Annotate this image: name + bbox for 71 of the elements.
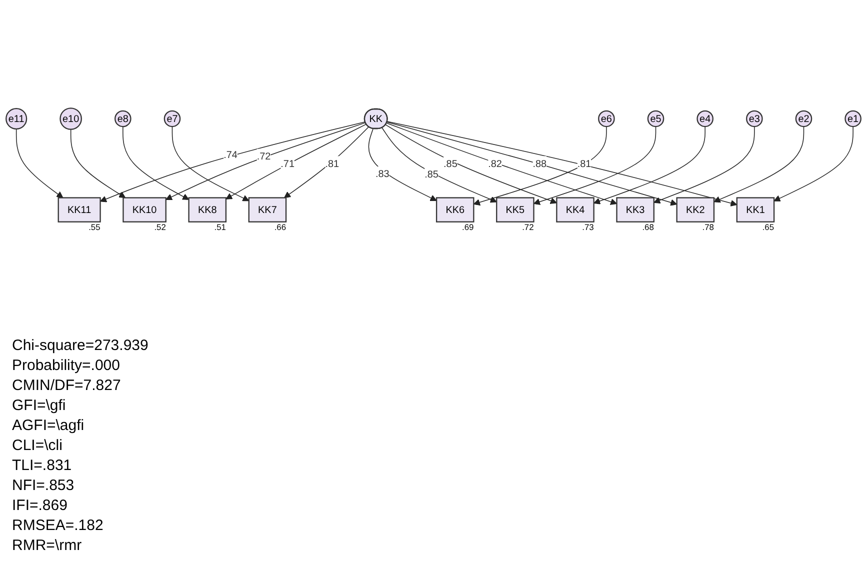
fit-statistic: GFI=\gfi: [12, 396, 66, 416]
arrow: [386, 122, 678, 206]
arrow: [385, 124, 557, 204]
node-circle: e1: [844, 110, 862, 128]
r-squared-value: .69: [462, 222, 474, 232]
fit-statistic: Chi-square=273.939: [12, 336, 148, 356]
arrow: [226, 124, 367, 200]
arrow: [594, 126, 706, 204]
edge-label: .81: [325, 158, 340, 170]
arrow: [533, 126, 656, 205]
node-box: KK5: [496, 197, 534, 222]
fit-statistic: IFI=.869: [12, 496, 68, 516]
fit-statistic: RMR=\rmr: [12, 536, 82, 556]
r-squared-value: .73: [582, 222, 594, 232]
arrow: [284, 126, 370, 198]
r-squared-value: .52: [154, 222, 166, 232]
fit-statistic: NFI=.853: [12, 476, 74, 496]
edge-label: .83: [376, 168, 390, 180]
node-box: KK10: [122, 197, 166, 222]
arrow: [714, 126, 804, 203]
edge-label: .88: [532, 158, 547, 170]
node-circle: e8: [114, 110, 132, 128]
arrow: [16, 128, 64, 198]
arrow: [386, 121, 738, 206]
r-squared-value: .72: [522, 222, 534, 232]
node-box: KK11: [58, 197, 101, 222]
fit-statistic: RMSEA=.182: [12, 516, 104, 536]
arrow: [654, 126, 755, 204]
edge-label: .81: [577, 158, 592, 170]
node-box: KK4: [556, 197, 594, 222]
fit-statistic: TLI=.831: [12, 456, 72, 476]
edge-label: .72: [256, 150, 271, 162]
r-squared-value: .65: [762, 222, 774, 232]
node-circle: e7: [164, 110, 181, 128]
arrow: [368, 128, 437, 201]
edge-label: .85: [444, 158, 458, 170]
node-circle: e4: [696, 110, 714, 128]
edge-label: .82: [488, 158, 502, 170]
arrow: [473, 126, 607, 206]
arrow: [166, 122, 366, 200]
fit-statistic: CLI=\cli: [12, 436, 62, 456]
node-circle: e11: [6, 108, 28, 130]
edge-label: .71: [280, 158, 294, 170]
node-box: KK3: [616, 197, 654, 222]
r-squared-value: .78: [702, 222, 714, 232]
node-circle: e5: [647, 110, 664, 128]
node-box: KK2: [676, 197, 715, 222]
node-box: KK1: [736, 197, 775, 222]
edge-label: .74: [224, 148, 238, 160]
arrow: [382, 128, 497, 203]
fit-statistic: AGFI=\agfi: [12, 416, 84, 436]
arrow: [70, 128, 126, 198]
r-squared-value: .68: [642, 222, 654, 232]
arrow: [386, 122, 618, 205]
node-box: KK8: [188, 197, 227, 222]
r-squared-value: .66: [274, 222, 286, 232]
edge-label: .85: [424, 168, 438, 180]
arrow: [172, 126, 250, 202]
node-circle: e3: [746, 110, 763, 128]
r-squared-value: .51: [214, 222, 226, 232]
node-box: KK7: [248, 197, 287, 222]
node-circle: e6: [598, 110, 615, 128]
node-box: KK6: [436, 197, 474, 222]
r-squared-value: .55: [88, 222, 100, 232]
arrow: [122, 126, 190, 200]
arrow: [100, 121, 366, 202]
fit-statistic: CMIN/DF=7.827: [12, 376, 121, 396]
node-circle: e10: [60, 108, 82, 130]
fit-statistic: Probability=.000: [12, 356, 120, 376]
arrow: [774, 126, 854, 202]
node-circle: e2: [795, 110, 812, 128]
